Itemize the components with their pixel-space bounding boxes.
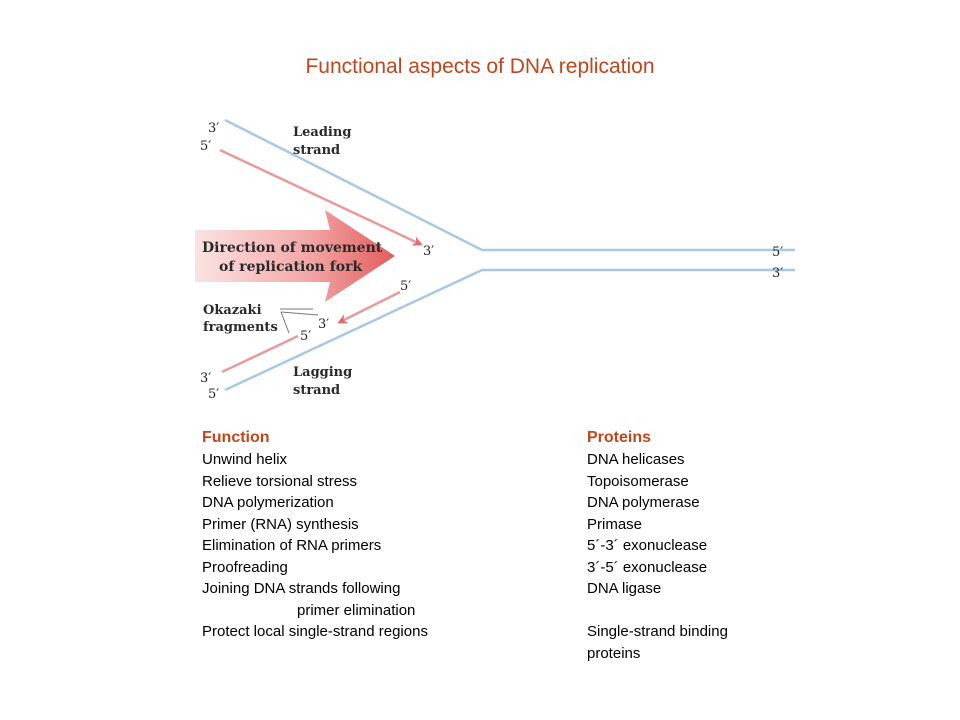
end-label-right-bottom-3: 3′ (772, 266, 783, 281)
okazaki-label-1: Okazaki (203, 303, 262, 318)
lagging-strand-label-2: strand (293, 383, 340, 398)
template-strands (224, 118, 795, 392)
leading-strand-label-1: Leading (293, 125, 351, 140)
function-item: Proofreading (202, 558, 288, 576)
replication-fork-diagram: Direction of movement of replication for… (195, 118, 795, 402)
protein-item: 5´-3´ exonuclease (587, 537, 708, 554)
end-label-top-left-5: 5′ (200, 139, 211, 154)
end-label-bottom-left-5: 5′ (208, 387, 219, 402)
protein-column: Proteins DNA helicases Topoisomerase DNA… (587, 427, 728, 664)
protein-item: DNA ligase (587, 580, 662, 597)
protein-item: Single-strand binding (587, 623, 728, 640)
top-template-strand (224, 118, 795, 252)
function-column: Function Unwind helix Relieve torsional … (202, 427, 428, 643)
protein-item: Topoisomerase (587, 472, 689, 490)
end-label-right-top-5: 5′ (772, 245, 783, 260)
function-item: DNA polymerization (202, 494, 334, 511)
function-item: Unwind helix (202, 451, 288, 468)
function-item-continuation: primer elimination (297, 601, 416, 619)
protein-item: proteins (587, 644, 641, 662)
end-label-leading-tip-3: 3′ (423, 244, 434, 259)
protein-item-spacer (587, 600, 728, 622)
end-label-lagging-5: 5′ (400, 279, 411, 294)
function-item: Protect local single-strand regions (202, 623, 428, 640)
function-item: Relieve torsional stress (202, 472, 358, 490)
arrow-label-line2: of replication fork (219, 259, 362, 275)
fork-direction-arrow (195, 210, 395, 302)
protein-item: 3´-5´ exonuclease (587, 558, 708, 576)
leading-new-strand (219, 148, 423, 246)
okazaki-label-2: fragments (203, 320, 278, 335)
protein-item: DNA polymerase (587, 494, 700, 511)
protein-item: DNA helicases (587, 451, 685, 468)
page-title: Functional aspects of DNA replication (305, 55, 655, 78)
function-item: Joining DNA strands following (202, 580, 401, 597)
end-label-top-left-3: 3′ (208, 121, 219, 136)
leading-strand-label-2: strand (293, 143, 340, 158)
end-label-okazaki-5: 5′ (300, 329, 311, 344)
bottom-template-strand (224, 268, 795, 392)
protein-item: Primase (587, 515, 643, 533)
lagging-strand-label-1: Lagging (293, 365, 352, 380)
function-item: Primer (RNA) synthesis (202, 515, 359, 533)
okazaki-pointer-lines (280, 308, 319, 334)
function-header: Function (202, 429, 270, 446)
end-label-bottom-left-3: 3′ (200, 371, 211, 386)
okazaki-fragment-2 (221, 334, 299, 374)
arrow-label-line1: Direction of movement (202, 240, 383, 256)
protein-header: Proteins (587, 429, 652, 446)
end-label-okazaki-3: 3′ (318, 317, 329, 332)
okazaki-fragment-1 (337, 290, 401, 324)
function-item: Elimination of RNA primers (202, 537, 382, 554)
